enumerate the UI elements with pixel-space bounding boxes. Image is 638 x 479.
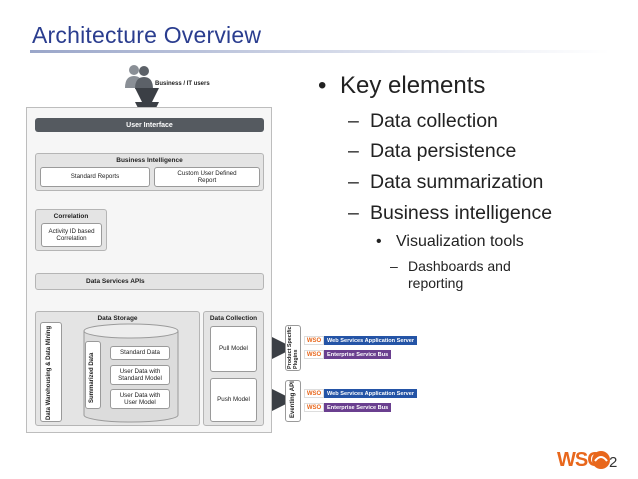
wso-mini-logo: WSO: [304, 389, 324, 398]
correlation-title: Correlation: [53, 213, 89, 220]
custom-reports-box: Custom User Defined Report: [154, 167, 260, 187]
esb-tag: Enterprise Service Bus: [324, 350, 392, 359]
bullet-data-persistence: –Data persistence: [348, 140, 517, 162]
bullet-visualization-tools: •Visualization tools: [376, 233, 524, 250]
user-data-standard-model-box: User Data with Standard Model: [110, 365, 170, 385]
data-services-apis-title: Data Services APIs: [86, 278, 145, 285]
title-rule: [30, 50, 610, 53]
users-label: Business / IT users: [155, 81, 210, 87]
activity-correlation-box: Activity ID based Correlation: [41, 223, 102, 247]
bullet-text: Data persistence: [370, 140, 517, 162]
slide-title: Architecture Overview: [32, 22, 262, 48]
bullet-text: Business intelligence: [370, 202, 553, 224]
summarized-data-label: Summarized Data: [89, 352, 95, 403]
pull-model-box: Pull Model: [210, 326, 257, 372]
esb-logo-bottom: WSO Enterprise Service Bus: [304, 403, 392, 412]
wso2-logo-suffix: 2: [609, 454, 618, 471]
summarized-data-box: [85, 341, 101, 409]
correlation-panel: Correlation Activity ID based Correlatio…: [35, 209, 107, 251]
wso2-logo-text: WSO: [557, 449, 603, 471]
user-interface-bar: User Interface: [35, 118, 264, 132]
bullet-text: Data collection: [370, 110, 498, 132]
business-intelligence-title: Business Intelligence: [116, 157, 183, 164]
bullet-text: Data summarization: [370, 171, 544, 193]
wso-mini-logo: WSO: [304, 403, 324, 412]
warehousing-box: [40, 322, 62, 422]
warehousing-label: Data Warehousing & Data Mining: [46, 325, 52, 420]
data-collection-panel: Data Collection Pull Model Push Model: [203, 311, 264, 426]
standard-data-box: Standard Data: [110, 346, 170, 360]
bullet-text: Key elements: [340, 72, 486, 99]
bullet-data-summarization: –Data summarization: [348, 171, 544, 193]
standard-reports-box: Standard Reports: [40, 167, 150, 187]
esb-logo-top: WSO Enterprise Service Bus: [304, 350, 392, 359]
users-icon: [125, 65, 153, 89]
bullet-business-intelligence: –Business intelligence: [348, 202, 553, 224]
app-server-tag: Web Services Application Server: [324, 389, 418, 398]
esb-tag: Enterprise Service Bus: [324, 403, 392, 412]
bullet-key-elements: •Key elements: [318, 72, 486, 99]
bullet-data-collection: –Data collection: [348, 110, 498, 132]
wso-mini-logo: WSO: [304, 350, 324, 359]
eventing-label: Eventing API: [290, 381, 296, 418]
eventing-label-box: [285, 380, 301, 422]
app-server-logo-top: WSO Web Services Application Server: [304, 336, 418, 345]
plugins-label-box: [285, 325, 301, 371]
app-server-tag: Web Services Application Server: [324, 336, 418, 345]
data-storage-title: Data Storage: [97, 315, 138, 322]
data-services-apis-panel: Data Services APIs: [35, 273, 264, 290]
push-model-box: Push Model: [210, 378, 257, 422]
business-intelligence-panel: Business Intelligence Standard Reports C…: [35, 153, 264, 191]
bullet-text: Visualization tools: [396, 233, 524, 250]
app-server-logo-bottom: WSO Web Services Application Server: [304, 389, 418, 398]
plugins-label: Product Specific Plugins: [287, 326, 299, 369]
data-collection-title: Data Collection: [209, 315, 258, 322]
wso2-logo-swirl-icon: [592, 451, 610, 469]
user-data-user-model-box: User Data with User Model: [110, 389, 170, 409]
bullet-dashboards: –Dashboards and reporting: [390, 258, 511, 291]
wso-mini-logo: WSO: [304, 336, 324, 345]
wso2-logo: WSO 2: [557, 449, 621, 473]
bullet-text: Dashboards and reporting: [408, 258, 511, 291]
